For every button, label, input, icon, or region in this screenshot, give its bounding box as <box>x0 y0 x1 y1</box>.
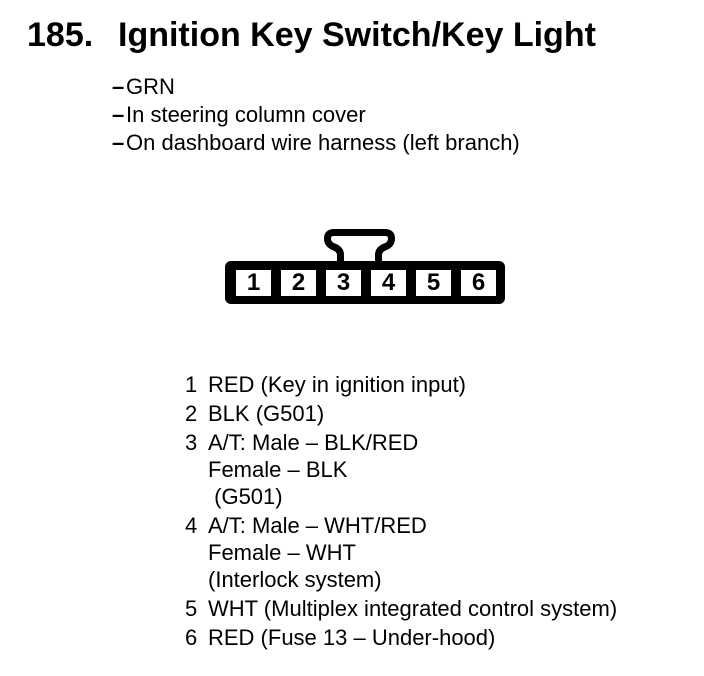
pin-description: A/T: Male – BLK/RED Female – BLK (G501) <box>208 430 419 509</box>
pin-number: 4 <box>185 513 198 538</box>
connector-pin-6: 6 <box>461 269 496 296</box>
dash-bullet: – <box>112 74 125 99</box>
connector-diagram: 1 2 3 4 5 6 <box>0 0 704 320</box>
pin-number: 1 <box>185 372 198 397</box>
connector-pin-5: 5 <box>416 269 451 296</box>
connector-pin-3: 3 <box>326 269 361 296</box>
pinout-item-5: 5 WHT (Multiplex integrated control syst… <box>185 595 617 622</box>
connector-body: 1 2 3 4 5 6 <box>225 261 505 304</box>
connector-tab-icon <box>324 229 395 270</box>
pin-description: RED (Key in ignition input) <box>208 372 467 397</box>
pin-number: 3 <box>185 430 198 455</box>
detail-item-color: – GRN <box>112 73 520 101</box>
detail-text: In steering column cover <box>126 102 366 127</box>
connector-pin-2: 2 <box>281 269 316 296</box>
pinout-item-1: 1 RED (Key in ignition input) <box>185 371 617 398</box>
pinout-list: 1 RED (Key in ignition input) 2 BLK (G50… <box>185 371 617 653</box>
detail-text: On dashboard wire harness (left branch) <box>126 130 520 155</box>
item-number: 185. <box>27 16 94 54</box>
pinout-item-2: 2 BLK (G501) <box>185 400 617 427</box>
pin-number: 5 <box>185 596 198 621</box>
detail-list: – GRN – In steering column cover – On da… <box>112 73 520 157</box>
detail-item-harness: – On dashboard wire harness (left branch… <box>112 129 520 157</box>
page-title: 185. Ignition Key Switch/Key Light <box>27 15 596 56</box>
pin-description: WHT (Multiplex integrated control system… <box>208 596 618 621</box>
detail-item-location: – In steering column cover <box>112 101 520 129</box>
detail-text: GRN <box>126 74 175 99</box>
pin-description: BLK (G501) <box>208 401 325 426</box>
pinout-item-6: 6 RED (Fuse 13 – Under-hood) <box>185 624 617 651</box>
pin-description: RED (Fuse 13 – Under-hood) <box>208 625 496 650</box>
dash-bullet: – <box>112 102 125 127</box>
title-text: Ignition Key Switch/Key Light <box>118 16 596 54</box>
pin-number: 2 <box>185 401 198 426</box>
connector-pin-4: 4 <box>371 269 406 296</box>
pin-number: 6 <box>185 625 198 650</box>
connector-pin-1: 1 <box>236 269 271 296</box>
pinout-item-3: 3 A/T: Male – BLK/RED Female – BLK (G501… <box>185 429 617 510</box>
pin-description: A/T: Male – WHT/RED Female – WHT (Interl… <box>208 513 427 592</box>
pinout-item-4: 4 A/T: Male – WHT/RED Female – WHT (Inte… <box>185 512 617 593</box>
dash-bullet: – <box>112 130 125 155</box>
